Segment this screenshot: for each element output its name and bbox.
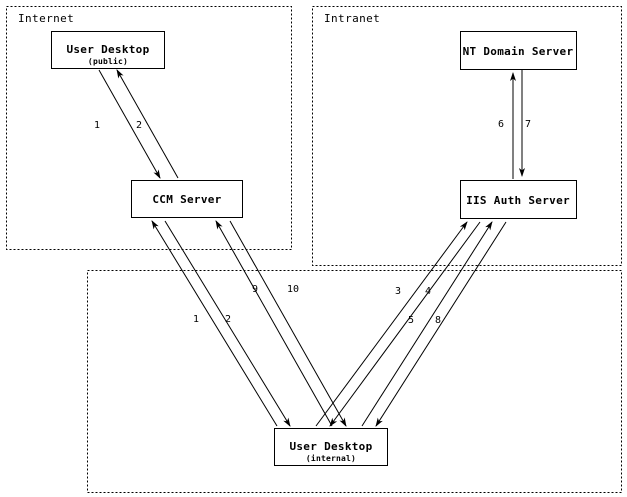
flow-10-ccm-to-internal-line <box>229 220 347 427</box>
flow-group-internal-iis-34: 3 4 <box>315 221 481 427</box>
flow-9-internal-to-ccm-line <box>215 220 333 427</box>
flow-group-internal-ccm-12: 1 2 <box>151 220 291 427</box>
node-ccm-server[interactable]: CCM Server <box>131 180 243 218</box>
flow-group-internal-ccm-910: 9 10 <box>215 220 347 427</box>
flow-3-internal-to-iis-label: 3 <box>395 286 401 297</box>
flow-2-ccm-to-internal-label: 2 <box>225 314 231 325</box>
zone-intranet-label: Intranet <box>324 12 380 25</box>
node-user-desktop-internal-title: User Desktop <box>289 440 372 453</box>
flow-2-ccm-to-internal-line <box>164 220 291 427</box>
zone-internet: Internet <box>6 6 292 250</box>
flow-1-public-to-ccm-label: 1 <box>94 120 100 131</box>
flow-1-internal-to-ccm-label: 1 <box>193 314 199 325</box>
node-ccm-server-box[interactable] <box>131 180 243 218</box>
flow-4-iis-to-internal-line <box>329 221 481 427</box>
zone-intranet: Intranet <box>312 6 622 266</box>
node-user-desktop-public-subtitle: (public) <box>88 56 128 66</box>
flow-10-ccm-to-internal-label: 10 <box>287 284 299 295</box>
flow-7-nt-to-iis-label: 7 <box>525 119 531 130</box>
flow-6-iis-to-nt-label: 6 <box>498 119 504 130</box>
node-iis-auth-server[interactable]: IIS Auth Server <box>460 180 577 219</box>
flow-group-internal-iis-58: 5 8 <box>361 221 507 427</box>
node-ccm-server-title: CCM Server <box>152 193 221 206</box>
node-iis-auth-server-box[interactable] <box>460 180 577 219</box>
flow-2-ccm-to-public-line <box>116 69 179 179</box>
flow-8-iis-to-internal-line <box>375 221 507 427</box>
flow-3-internal-to-iis-line <box>315 221 468 427</box>
flow-5-internal-to-iis-line <box>361 221 493 427</box>
node-nt-domain-server-title: NT Domain Server <box>463 45 574 58</box>
flow-1-internal-to-ccm-line <box>151 220 278 427</box>
node-user-desktop-internal[interactable]: User Desktop (internal) <box>274 428 388 466</box>
flow-1-public-to-ccm-line <box>98 69 161 179</box>
flow-group-iis-nt: 6 7 <box>498 70 531 179</box>
flow-5-internal-to-iis-label: 5 <box>408 315 414 326</box>
node-nt-domain-server[interactable]: NT Domain Server <box>460 31 577 70</box>
zone-internal-lan <box>87 270 622 493</box>
node-iis-auth-server-title: IIS Auth Server <box>466 194 570 207</box>
node-nt-domain-server-box[interactable] <box>460 31 577 70</box>
flow-2-ccm-to-public-label: 2 <box>136 120 142 131</box>
node-user-desktop-public[interactable]: User Desktop (public) <box>51 31 165 69</box>
node-user-desktop-public-title: User Desktop <box>66 43 149 56</box>
flow-group-public-ccm: 1 2 <box>94 69 179 179</box>
zone-internal-lan-border <box>87 270 622 493</box>
zone-internet-label: Internet <box>18 12 74 25</box>
flow-4-iis-to-internal-label: 4 <box>425 286 431 297</box>
flow-9-internal-to-ccm-label: 9 <box>252 284 258 295</box>
node-user-desktop-public-box[interactable] <box>51 31 165 69</box>
node-user-desktop-internal-box[interactable] <box>274 428 388 466</box>
flow-8-iis-to-internal-label: 8 <box>435 315 441 326</box>
node-user-desktop-internal-subtitle: (internal) <box>306 453 356 463</box>
